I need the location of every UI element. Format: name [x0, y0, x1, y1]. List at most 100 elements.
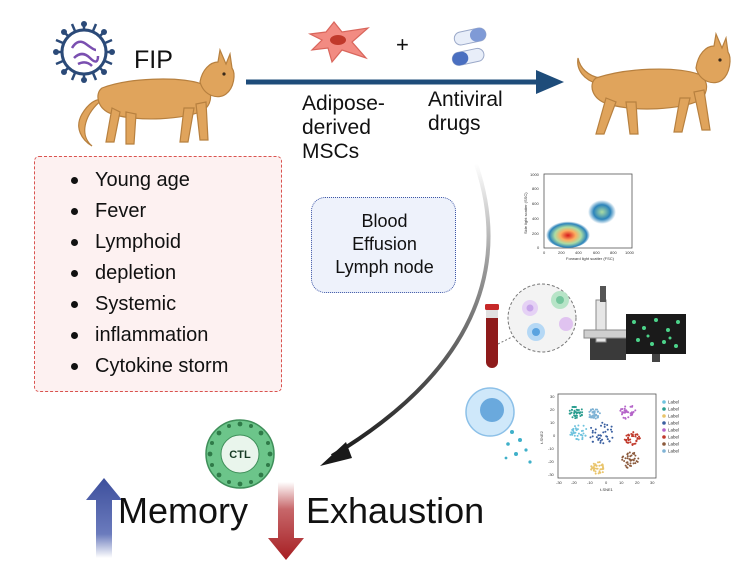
flow-cytometry-plot: 1000 800 600 400 200 0 0 200 400 600 800…: [523, 172, 635, 261]
tsne-point: [624, 409, 627, 412]
flow-ylabel: Side light scatter (SSC): [523, 192, 528, 234]
flow-ytick: 800: [532, 186, 539, 191]
tsne-clusters: [568, 405, 641, 475]
flow-xtick: 0: [543, 250, 546, 255]
tsne-point: [624, 464, 627, 467]
msc-cell-icon: [307, 21, 370, 64]
tsne-point: [588, 413, 591, 416]
ctl-cell-icon: CTL: [205, 419, 275, 489]
tsne-point: [576, 434, 579, 437]
flow-ytick: 0: [537, 245, 540, 250]
tsne-point: [596, 416, 599, 419]
tsne-point: [592, 414, 595, 417]
tsne-point: [625, 439, 627, 442]
virus-icon: [53, 21, 115, 83]
tsne-point: [634, 442, 637, 445]
tsne-point: [634, 454, 637, 457]
tsne-point: [585, 428, 588, 430]
feature-young-age: Young age: [70, 165, 228, 196]
tsne-legend-label: Label: [668, 407, 679, 412]
tsne-point: [593, 464, 596, 467]
tsne-point: [594, 431, 597, 434]
sample-sources-list: Blood Effusion Lymph node: [312, 210, 457, 279]
tsne-point: [569, 412, 572, 415]
tsne-point: [592, 462, 595, 465]
tsne-point: [634, 433, 637, 436]
tsne-point: [574, 427, 577, 430]
clinical-features-list: Young age Fever Lymphoid depletion Syste…: [35, 165, 228, 382]
tsne-point: [576, 411, 579, 414]
tsne-point: [610, 428, 612, 431]
tsne-point: [573, 434, 576, 437]
exhaustion-down-arrow: [268, 482, 304, 560]
tsne-point: [581, 436, 584, 439]
tsne-legend-marker: [662, 400, 666, 404]
tsne-point: [584, 434, 587, 437]
tsne-point: [589, 436, 592, 439]
tsne-point: [624, 457, 627, 460]
tsne-xtick: -10: [587, 480, 594, 485]
tsne-ytick: -10: [548, 446, 555, 451]
flow-ytick: 600: [532, 201, 539, 206]
microscopy-workflow-illustration: [485, 283, 686, 368]
tsne-xlabel: t-SNE1: [600, 487, 614, 492]
tsne-point: [626, 453, 629, 456]
tsne-legend-label: Label: [668, 442, 679, 447]
tsne-point: [625, 441, 628, 444]
tsne-point: [597, 461, 599, 464]
tsne-ytick: 30: [550, 394, 555, 399]
tsne-point: [626, 455, 629, 458]
tsne-point: [629, 405, 632, 408]
tsne-point: [588, 416, 591, 419]
tsne-legend-label: Label: [668, 449, 679, 454]
flow-xlabel: Forward light scatter (FSC): [566, 256, 615, 261]
tsne-point: [634, 462, 637, 465]
feature-lymphoid: Lymphoid: [70, 227, 228, 258]
tsne-point: [597, 410, 600, 413]
tsne-ytick: 0: [553, 433, 556, 438]
tsne-point: [621, 456, 624, 459]
tsne-point: [598, 464, 601, 467]
tsne-point: [625, 466, 628, 469]
tsne-point: [570, 408, 573, 411]
tsne-point: [633, 457, 636, 460]
tsne-point: [597, 472, 600, 475]
tsne-point: [602, 431, 605, 434]
tsne-point: [574, 425, 576, 428]
tsne-point: [592, 440, 594, 443]
tsne-point: [627, 416, 630, 419]
tsne-point: [595, 414, 598, 417]
drug-label-line-2: drugs: [428, 112, 481, 135]
tsne-xtick: 0: [605, 480, 608, 485]
msc-label-line-3: MSCs: [302, 140, 360, 163]
memory-label: Memory: [118, 490, 249, 531]
tsne-point: [603, 425, 606, 428]
tsne-point: [599, 434, 602, 437]
tsne-point: [628, 464, 631, 467]
tsne-legend-marker: [662, 442, 666, 446]
tsne-point: [577, 432, 580, 435]
tsne-point: [591, 431, 594, 434]
tsne-point: [599, 441, 602, 444]
exhaustion-label: Exhaustion: [306, 490, 485, 531]
tsne-point: [631, 413, 634, 416]
sampling-arrow: [320, 163, 491, 466]
tsne-point: [627, 439, 630, 442]
tsne-legend-marker: [662, 407, 666, 411]
tsne-point: [622, 416, 625, 419]
tsne-ytick: 10: [550, 420, 555, 425]
tsne-point: [569, 433, 572, 436]
tsne-point: [574, 414, 577, 417]
tsne-point: [592, 410, 595, 413]
tsne-point: [594, 472, 597, 475]
tsne-point: [631, 443, 634, 446]
tsne-legend-marker: [662, 421, 666, 425]
tsne-point: [633, 453, 635, 455]
tsne-point: [572, 427, 575, 430]
tsne-point: [596, 467, 599, 470]
tsne-point: [632, 435, 635, 438]
tsne-point: [627, 441, 630, 444]
tsne-point: [577, 409, 580, 411]
tsne-point: [601, 438, 604, 441]
tsne-point: [620, 408, 623, 411]
